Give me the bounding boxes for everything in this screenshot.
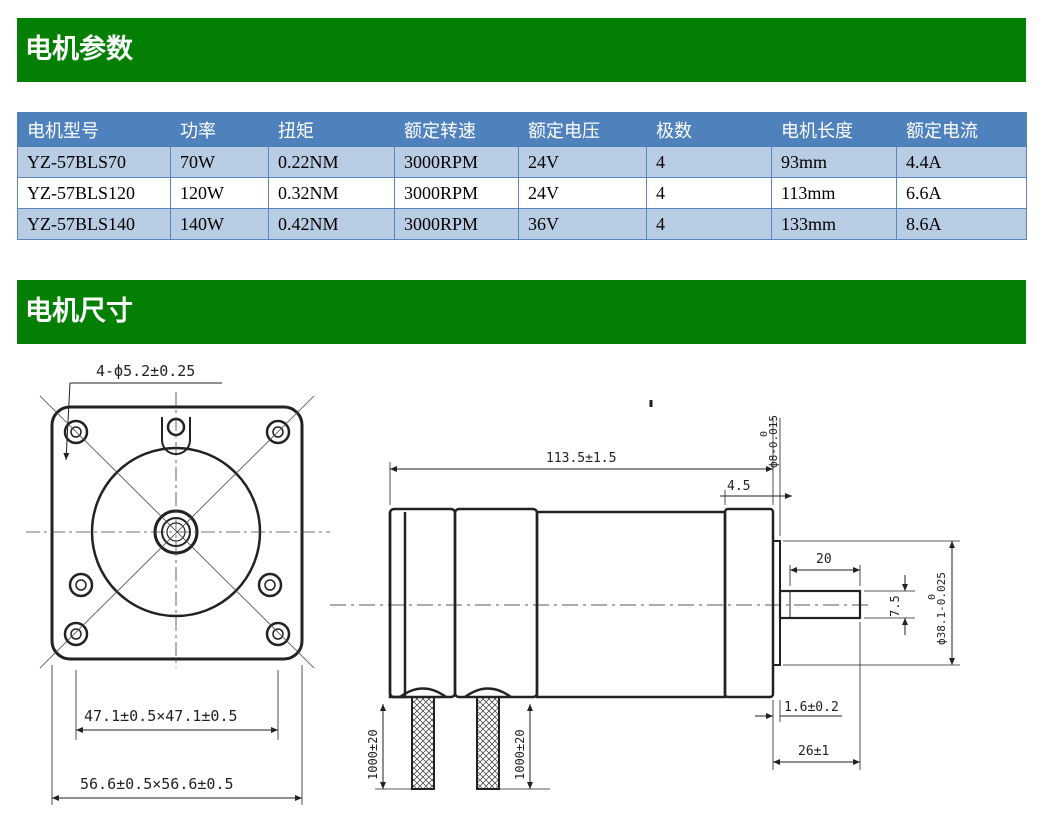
front-view bbox=[26, 382, 330, 805]
section-title-motor-dimensions: 电机尺寸 bbox=[17, 280, 1026, 344]
boss-diameter-label: ф38.1-0.025 bbox=[935, 572, 948, 645]
flange-offset-label: 4.5 bbox=[727, 479, 750, 494]
side-view bbox=[330, 400, 960, 790]
motor-body bbox=[535, 510, 727, 699]
motor-dimension-drawing: 4-ф5.2±0.25 47.1±0.5×47.1±0.5 56.6±0.5×5… bbox=[26, 362, 960, 805]
cell-power: 120W bbox=[170, 177, 269, 209]
cell-rated-current: 8.6A bbox=[896, 208, 1027, 240]
cell-rated-current: 4.4A bbox=[896, 146, 1027, 178]
cell-model: YZ-57BLS120 bbox=[17, 177, 171, 209]
cell-torque: 0.22NM bbox=[268, 146, 395, 178]
cable-1 bbox=[399, 687, 447, 790]
cell-poles: 4 bbox=[646, 177, 772, 209]
motor-spec-table: 电机型号 功率 扭矩 额定转速 额定电压 极数 电机长度 额定电流 YZ-57B… bbox=[17, 112, 1027, 240]
total-length-label: 113.5±1.5 bbox=[546, 451, 616, 466]
cell-power: 140W bbox=[170, 208, 269, 240]
cell-rated-speed: 3000RPM bbox=[394, 177, 519, 209]
shaft-diameter-label: ф8-0.015 bbox=[767, 415, 780, 468]
cell-rated-voltage: 24V bbox=[518, 146, 647, 178]
rear-cap bbox=[388, 507, 457, 699]
header-rated-current: 额定电流 bbox=[896, 112, 1027, 147]
inner-mounting-holes bbox=[68, 572, 283, 598]
inner-square-label: 47.1±0.5×47.1±0.5 bbox=[84, 707, 238, 725]
shaft-tolerance-upper: 0 bbox=[759, 431, 770, 437]
boss-height-label: 1.6±0.2 bbox=[784, 700, 839, 715]
header-rated-voltage: 额定电压 bbox=[518, 112, 647, 147]
flange bbox=[723, 507, 775, 699]
shaft-length-label: 20 bbox=[816, 552, 832, 567]
header-motor-length: 电机长度 bbox=[771, 112, 897, 147]
table-row: YZ-57BLS120 120W 0.32NM 3000RPM 24V 4 11… bbox=[17, 177, 1027, 209]
boss-tolerance-upper: 0 bbox=[927, 594, 938, 600]
cell-motor-length: 113mm bbox=[771, 177, 897, 209]
hole-spec-label: 4-ф5.2±0.25 bbox=[96, 362, 195, 380]
flat-width-label: 7.5 bbox=[888, 595, 902, 617]
corner-mounting-holes bbox=[63, 419, 291, 647]
output-shaft bbox=[778, 589, 862, 620]
header-rated-speed: 额定转速 bbox=[394, 112, 519, 147]
cell-motor-length: 133mm bbox=[771, 208, 897, 240]
cell-power: 70W bbox=[170, 146, 269, 178]
header-torque: 扭矩 bbox=[268, 112, 395, 147]
table-row: YZ-57BLS140 140W 0.42NM 3000RPM 36V 4 13… bbox=[17, 208, 1027, 240]
cell-model: YZ-57BLS70 bbox=[17, 146, 171, 178]
table-row: YZ-57BLS70 70W 0.22NM 3000RPM 24V 4 93mm… bbox=[17, 146, 1027, 178]
cell-model: YZ-57BLS140 bbox=[17, 208, 171, 240]
cell-rated-speed: 3000RPM bbox=[394, 208, 519, 240]
cell-torque: 0.32NM bbox=[268, 177, 395, 209]
cell-rated-current: 6.6A bbox=[896, 177, 1027, 209]
table-header-row: 电机型号 功率 扭矩 额定转速 额定电压 极数 电机长度 额定电流 bbox=[17, 112, 1027, 147]
cell-rated-speed: 3000RPM bbox=[394, 146, 519, 178]
cell-rated-voltage: 36V bbox=[518, 208, 647, 240]
flange-outer-square bbox=[50, 405, 304, 661]
cell-rated-voltage: 24V bbox=[518, 177, 647, 209]
middle-section bbox=[453, 507, 539, 699]
header-poles: 极数 bbox=[646, 112, 772, 147]
cable-2 bbox=[464, 687, 512, 790]
cell-poles: 4 bbox=[646, 208, 772, 240]
header-model: 电机型号 bbox=[17, 112, 171, 147]
header-power: 功率 bbox=[170, 112, 269, 147]
lead-length-label-2: 1000±20 bbox=[513, 729, 527, 780]
section-title-motor-params: 电机参数 bbox=[17, 18, 1026, 82]
outer-square-label: 56.6±0.5×56.6±0.5 bbox=[80, 775, 234, 793]
cell-motor-length: 93mm bbox=[771, 146, 897, 178]
shaft-total-label: 26±1 bbox=[798, 744, 829, 759]
lead-length-label-1: 1000±20 bbox=[366, 729, 380, 780]
cell-torque: 0.42NM bbox=[268, 208, 395, 240]
cell-poles: 4 bbox=[646, 146, 772, 178]
